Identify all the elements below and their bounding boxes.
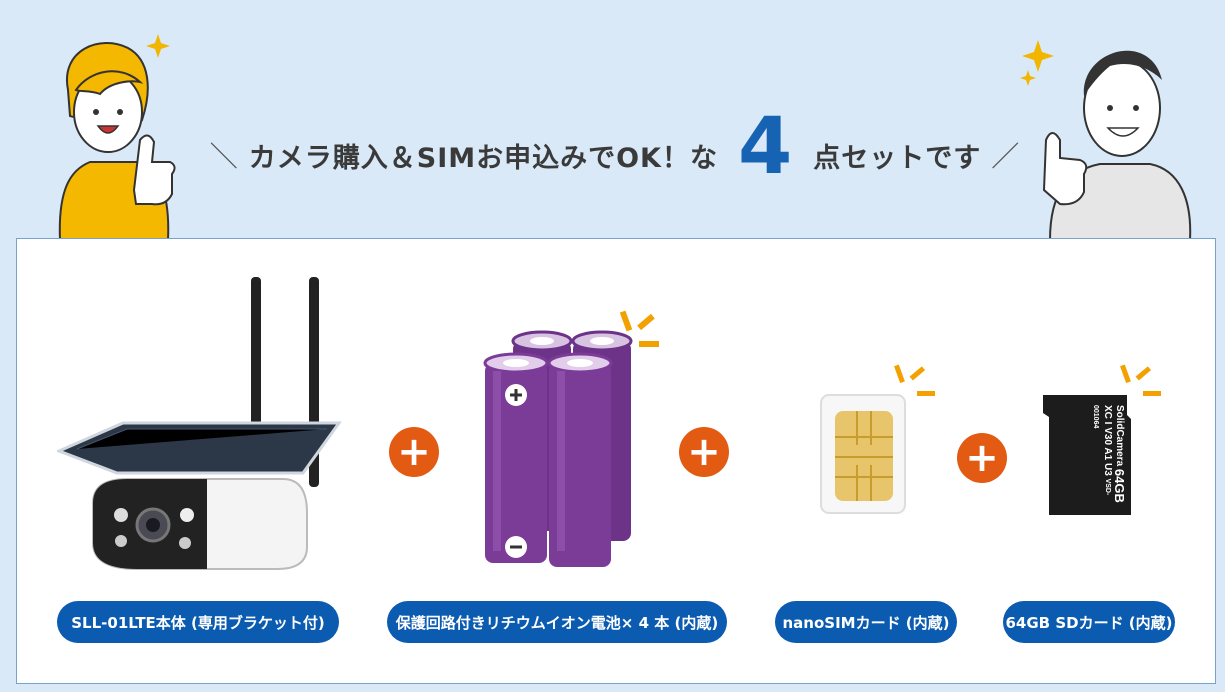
man-thumbs-up-icon [1020, 40, 1192, 240]
microsd-card-shape [1043, 364, 1161, 515]
kit-contents-panel: + + [16, 238, 1216, 684]
sd-brand: SolidCamera [1114, 405, 1125, 467]
battery-icon [483, 310, 659, 567]
item-label-sim: nanoSIMカード (内蔵) [775, 601, 957, 643]
solar-camera-icon [57, 277, 342, 570]
headline-text-after: 点セットです [813, 142, 982, 174]
sd-class-marks: XC I V30 A1 U3 [1102, 405, 1113, 476]
item-label-sd: 64GB SDカード (内蔵) [1003, 601, 1175, 643]
item-label-camera: SLL-01LTE本体 (専用ブラケット付) [57, 601, 339, 643]
microsd-card-label: SolidCamera 64GB XC I V30 A1 U3 VSD-0010… [1059, 405, 1127, 509]
item-label-battery: 保護回路付きリチウムイオン電池× 4 本 (内蔵) [387, 601, 727, 643]
plus-icon-2: + [679, 427, 729, 477]
plus-icon-1: + [389, 427, 439, 477]
headline-slash-right: ／ [991, 140, 1021, 173]
headline-number: 4 [737, 102, 794, 192]
headline-slash-left: ＼ [209, 140, 239, 173]
sim-card-icon [820, 364, 935, 514]
microsd-card-icon: SolidCamera 64GB XC I V30 A1 U3 VSD-0010… [1031, 357, 1171, 521]
sd-capacity: 64GB [1112, 468, 1127, 503]
header-banner: ＼ カメラ購入＆SIMお申込みでOK！な 4 点セットです ／ [0, 0, 1225, 240]
woman-thumbs-up-icon [58, 34, 176, 240]
plus-icon-3: + [957, 433, 1007, 483]
headline-text-before: カメラ購入＆SIMお申込みでOK！な [248, 142, 718, 174]
sd-serial: VSD-001064 [1092, 405, 1111, 496]
promo-headline: ＼ カメラ購入＆SIMお申込みでOK！な 4 点セットです ／ [200, 100, 1030, 210]
